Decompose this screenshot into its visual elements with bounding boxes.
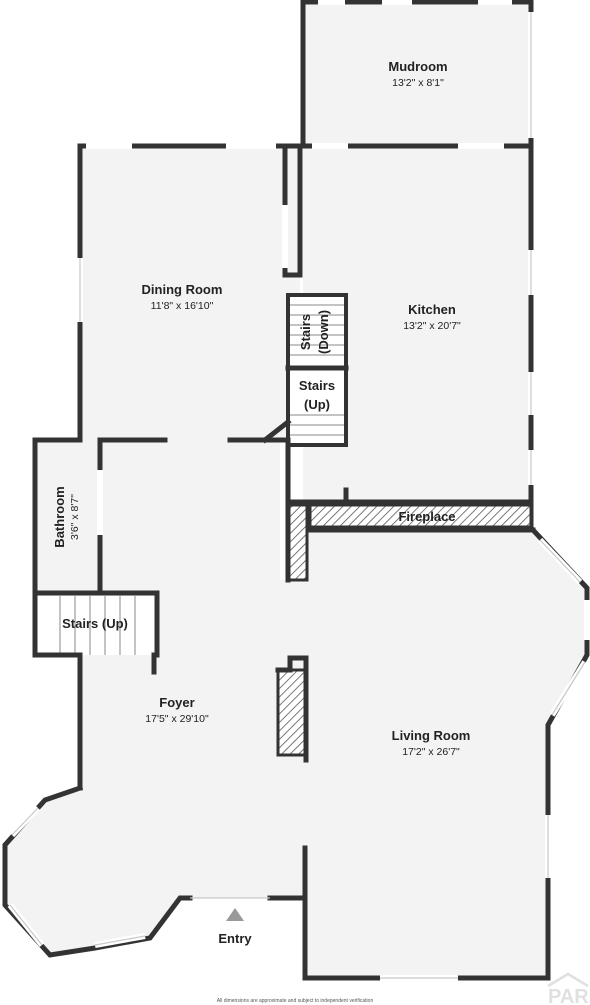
mudroom-walls: [300, 0, 534, 148]
side-stairs: [32, 590, 160, 675]
central-stairs: [97, 293, 349, 447]
disclaimer-text: All dimensions are approximate and subje…: [217, 998, 374, 1004]
fireplace-label: Fireplace: [398, 509, 455, 524]
logo-text: PAR: [548, 986, 589, 1005]
living-name: Living Room: [392, 728, 471, 743]
stairs-down-label-2: (Down): [316, 310, 331, 354]
kitchen-dims: 13'2" x 20'7": [403, 320, 461, 332]
living-dims: 17'2" x 26'7": [402, 746, 460, 758]
bathroom-dims: 3'6" x 8'7": [69, 494, 81, 540]
upper-walls: [77, 143, 534, 533]
foyer-walls: [2, 652, 306, 958]
fireplace: [285, 442, 534, 583]
brand-logo: PAR: [547, 972, 589, 1005]
living-room-walls: [275, 526, 590, 981]
dining-name: Dining Room: [142, 282, 223, 297]
stairs-up-label-1: Stairs: [299, 378, 335, 393]
stairs-up-side-label: Stairs (Up): [62, 616, 128, 631]
stairs-down-label-1: Stairs: [298, 314, 313, 350]
bathroom-walls: [32, 437, 160, 598]
entry-arrow-icon: [226, 908, 244, 921]
floor-fills: [5, 5, 587, 978]
mudroom-name: Mudroom: [388, 59, 447, 74]
entry-label: Entry: [218, 931, 252, 946]
kitchen-name: Kitchen: [408, 302, 456, 317]
foyer-dims: 17'5" x 29'10": [145, 713, 209, 725]
bathroom-name: Bathroom: [52, 486, 67, 547]
foyer-name: Foyer: [159, 695, 194, 710]
dining-dims: 11'8" x 16'10": [151, 300, 214, 312]
stair-treads: [290, 304, 344, 436]
mudroom-dims: 13'2" x 8'1": [392, 77, 444, 89]
stairs-up-label-2: (Up): [304, 397, 330, 412]
